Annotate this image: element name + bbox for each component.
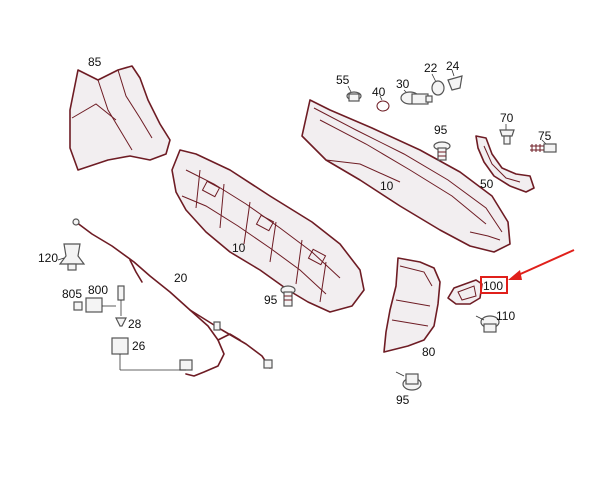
part-85-bumper-corner[interactable]	[69, 65, 171, 171]
part-20-wiring-harness[interactable]	[72, 218, 273, 377]
callout-80: 80	[422, 345, 436, 359]
callout-55: 55	[336, 73, 350, 87]
callout-28: 28	[128, 317, 142, 331]
part-70-screw[interactable]	[499, 124, 515, 145]
part-95-push-rivet-middle[interactable]	[280, 285, 296, 307]
part-50-bracket[interactable]	[475, 135, 535, 193]
callout-26: 26	[132, 339, 146, 353]
part-28-terminal[interactable]	[115, 285, 127, 327]
callout-10-right: 10	[380, 179, 394, 193]
part-805-connector[interactable]	[73, 301, 83, 311]
callout-95-mid: 95	[264, 293, 278, 307]
part-75-bolt[interactable]	[530, 139, 557, 153]
highlight-arrow	[508, 249, 575, 280]
part-120-clip[interactable]	[57, 243, 86, 271]
highlight-box-100	[480, 276, 508, 294]
part-55-grommet[interactable]	[346, 85, 362, 102]
part-26-socket[interactable]	[111, 337, 186, 371]
part-10-left-bumper-carrier[interactable]	[171, 149, 365, 313]
callout-20: 20	[174, 271, 188, 285]
part-80-side-panel[interactable]	[383, 257, 441, 353]
callout-110: 110	[496, 309, 515, 323]
callout-30: 30	[396, 77, 410, 91]
callout-120: 120	[38, 251, 58, 265]
callout-22: 22	[424, 61, 438, 75]
callout-100: 100	[483, 279, 503, 293]
callout-95-bottom: 95	[396, 393, 410, 407]
part-100-reflector[interactable]	[447, 279, 483, 305]
part-40-seal-ring[interactable]	[376, 95, 390, 112]
callout-24: 24	[446, 59, 460, 73]
part-95-push-rivet-top[interactable]	[433, 141, 451, 161]
part-24-clip[interactable]	[447, 69, 463, 91]
callout-800: 800	[88, 283, 108, 297]
callout-805: 805	[62, 287, 82, 301]
callout-40: 40	[372, 85, 386, 99]
part-110-clip-nut[interactable]	[475, 315, 500, 333]
callout-50: 50	[480, 177, 494, 191]
callout-85: 85	[88, 55, 102, 69]
part-800-connector-housing[interactable]	[85, 297, 116, 313]
callout-95-top: 95	[434, 123, 448, 137]
callout-75: 75	[538, 129, 552, 143]
callout-10-left: 10	[232, 241, 246, 255]
part-30-parking-sensor[interactable]	[400, 89, 433, 105]
part-10-right-bumper-cover[interactable]	[301, 99, 511, 253]
callout-70: 70	[500, 111, 514, 125]
part-95-push-rivet-bottom[interactable]	[395, 371, 422, 391]
part-22-sensor-holder[interactable]	[431, 73, 445, 96]
